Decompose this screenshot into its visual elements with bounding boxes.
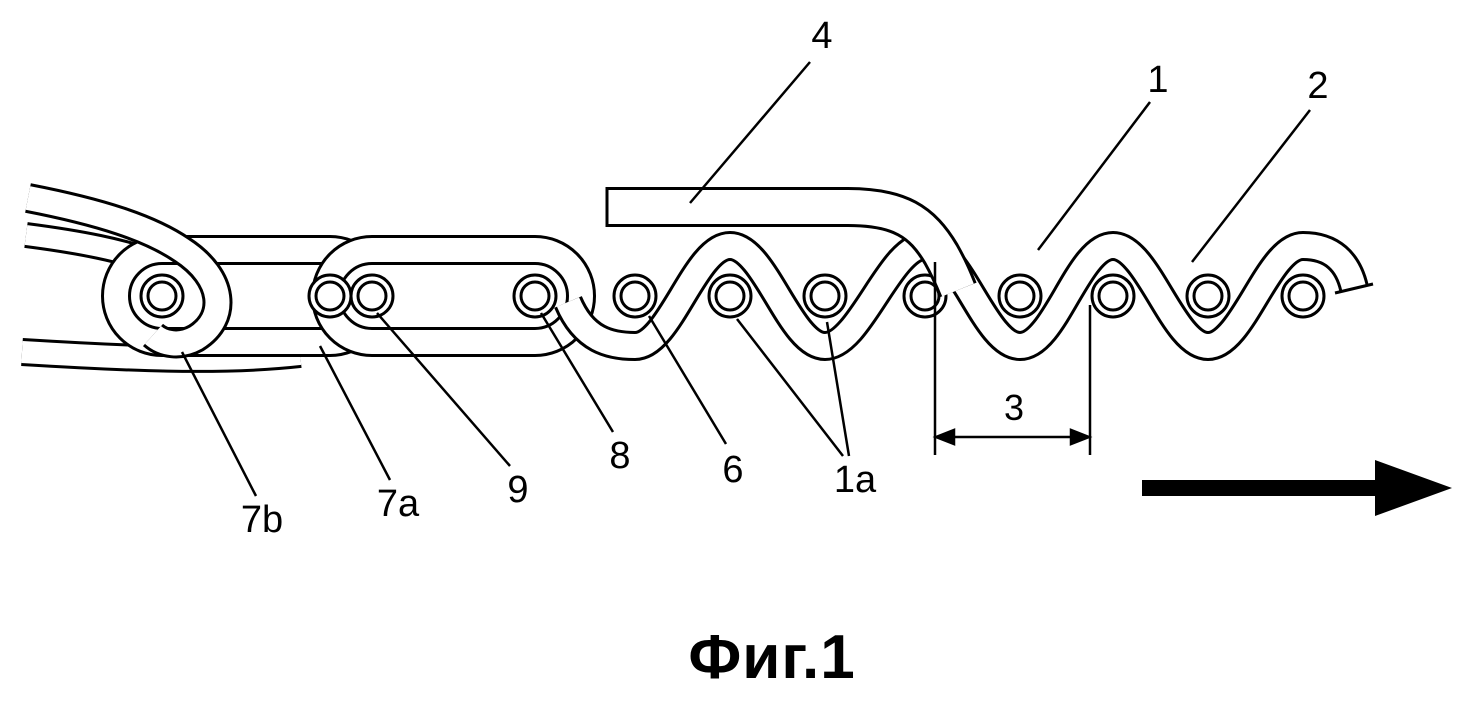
label-8: 8 xyxy=(609,435,630,477)
serpentine-end-cap xyxy=(1334,282,1374,295)
leader-8 xyxy=(539,312,615,433)
roller xyxy=(349,273,395,319)
roller xyxy=(802,273,848,319)
roller xyxy=(139,273,185,319)
chain-serpentine-band xyxy=(568,246,1374,346)
roller xyxy=(512,273,558,319)
label-3: 3 xyxy=(1004,387,1024,428)
leader-4 xyxy=(689,61,811,204)
label-7a: 7a xyxy=(377,483,420,525)
dimension-arrowhead-right xyxy=(1069,428,1093,446)
overlap-band-4 xyxy=(607,187,958,290)
roller xyxy=(1090,273,1136,319)
label-6: 6 xyxy=(722,449,743,491)
label-9: 9 xyxy=(507,469,528,511)
roller xyxy=(612,273,658,319)
roller xyxy=(997,273,1043,319)
leader-2 xyxy=(1191,109,1311,263)
leader-7b xyxy=(180,351,258,497)
roller xyxy=(707,273,753,319)
direction-arrow xyxy=(1142,460,1452,516)
chain-rollers xyxy=(139,273,1326,319)
roller xyxy=(307,273,353,319)
label-7b: 7b xyxy=(241,499,283,541)
roller xyxy=(1280,273,1326,319)
roller xyxy=(1185,273,1231,319)
label-2: 2 xyxy=(1307,65,1328,107)
label-1a: 1a xyxy=(834,459,877,501)
label-1: 1 xyxy=(1147,59,1168,101)
leader-1a xyxy=(736,318,844,457)
leader-7a xyxy=(318,345,392,481)
leader-1a xyxy=(825,321,851,457)
label-4: 4 xyxy=(811,15,832,57)
dimension-3 xyxy=(932,262,1093,455)
dimension-arrowhead-left xyxy=(932,428,956,446)
figure-caption: Фиг.1 xyxy=(688,623,855,692)
leader-9 xyxy=(376,312,511,467)
leader-lines xyxy=(180,61,1311,497)
leader-1 xyxy=(1037,101,1151,251)
leader-6 xyxy=(647,315,728,445)
